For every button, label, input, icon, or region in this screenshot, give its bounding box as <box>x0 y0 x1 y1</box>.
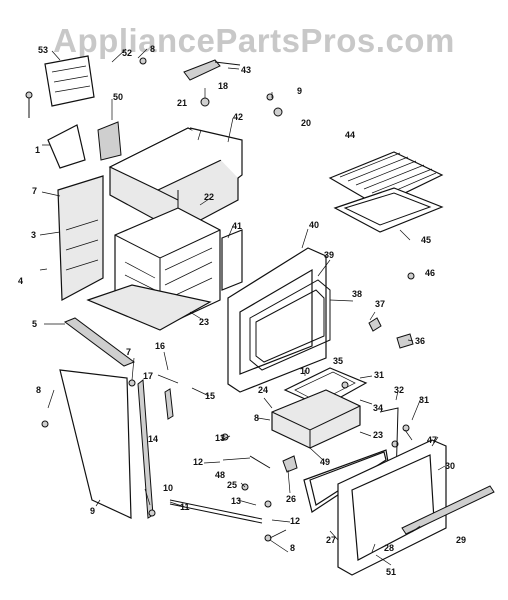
latch-link-part <box>249 455 271 469</box>
callout-4: 4 <box>18 276 24 286</box>
callout-23: 23 <box>199 317 210 327</box>
knob-part <box>368 317 382 332</box>
screw-part <box>128 379 136 387</box>
callout-44: 44 <box>345 130 356 140</box>
door-rod-part <box>169 499 263 524</box>
callout-13b: 13 <box>231 496 242 506</box>
callout-51: 51 <box>386 567 397 577</box>
callout-1: 1 <box>35 145 41 155</box>
callout-41: 41 <box>232 221 243 231</box>
callout-37: 37 <box>375 299 386 309</box>
bottom-trim-part <box>63 317 136 367</box>
callout-8: 8 <box>150 44 156 54</box>
callout-26: 26 <box>286 494 297 504</box>
screw-part <box>200 97 210 107</box>
screw-part <box>139 57 147 65</box>
callout-8d: 8 <box>290 543 296 553</box>
screw-part <box>264 500 272 508</box>
callout-38: 38 <box>352 289 363 299</box>
callout-30: 30 <box>445 461 456 471</box>
igniter-part <box>183 59 241 81</box>
rear-vent-panel-part <box>44 55 95 107</box>
callout-11: 11 <box>180 502 190 512</box>
callout-9b: 9 <box>90 506 96 516</box>
callout-24: 24 <box>258 385 269 395</box>
callout-50: 50 <box>113 92 124 102</box>
screw-part <box>266 93 274 101</box>
screw-part <box>407 272 415 280</box>
callout-42: 42 <box>233 112 244 122</box>
callout-12b: 12 <box>290 516 301 526</box>
oven-rack-part <box>328 151 444 207</box>
callout-39: 39 <box>324 250 335 260</box>
callout-52: 52 <box>122 48 133 58</box>
screw-part <box>25 91 33 99</box>
callout-9: 9 <box>297 86 303 96</box>
broiler-drawer-part <box>271 389 361 449</box>
callout-8c: 8 <box>254 413 260 423</box>
door-handle-part <box>401 485 495 535</box>
callout-25: 25 <box>227 480 238 490</box>
callout-35: 35 <box>333 356 344 366</box>
front-frame-part <box>227 247 327 393</box>
callout-32: 32 <box>394 385 405 395</box>
broiler-pan-part <box>333 187 444 233</box>
callout-10b: 10 <box>163 483 174 493</box>
callout-31: 31 <box>374 370 385 380</box>
callout-46: 46 <box>425 268 436 278</box>
door-glass-frame-part <box>337 439 447 576</box>
oven-bottom-part <box>86 284 212 331</box>
callout-43: 43 <box>241 65 252 75</box>
cabinet-top-part <box>108 127 243 233</box>
callout-5: 5 <box>32 319 38 329</box>
callout-49: 49 <box>320 457 331 467</box>
door-hinge-strip-part <box>137 379 174 519</box>
screw-part <box>41 420 49 428</box>
callout-45: 45 <box>421 235 432 245</box>
callout-14: 14 <box>148 434 159 444</box>
callout-36: 36 <box>415 336 426 346</box>
callout-34: 34 <box>373 403 384 413</box>
left-side-panel-part <box>57 175 104 301</box>
callout-7b: 7 <box>126 347 132 357</box>
callout-29: 29 <box>456 535 467 545</box>
callout-13: 13 <box>215 433 226 443</box>
callout-16: 16 <box>155 341 166 351</box>
callout-20: 20 <box>301 118 312 128</box>
callout-15: 15 <box>205 391 216 401</box>
screw-part <box>273 107 283 117</box>
screw-part <box>148 509 156 517</box>
screw-part <box>341 381 349 389</box>
callout-22: 22 <box>204 192 215 202</box>
callout-40: 40 <box>309 220 320 230</box>
callout-18: 18 <box>218 81 229 91</box>
rear-panel-part <box>221 229 243 291</box>
callout-47: 47 <box>427 435 438 445</box>
leader-lines <box>39 48 446 566</box>
callout-21: 21 <box>177 98 188 108</box>
watermark-text: AppliancePartsPros.com <box>53 22 455 59</box>
callout-3: 3 <box>31 230 37 240</box>
side-panel-door-part <box>59 369 132 519</box>
callout-23b: 23 <box>373 430 384 440</box>
latch-part <box>282 455 298 473</box>
flue-plate-part <box>97 121 122 161</box>
screw-part <box>264 534 272 542</box>
callout-8b: 8 <box>36 385 42 395</box>
side-bracket-part <box>47 124 86 169</box>
callout-31b: 31 <box>419 395 430 405</box>
callout-28: 28 <box>384 543 395 553</box>
callout-17: 17 <box>143 371 154 381</box>
socket-part <box>396 333 414 349</box>
callout-12: 12 <box>193 457 204 467</box>
callout-10: 10 <box>300 366 311 376</box>
callout-48: 48 <box>215 470 226 480</box>
callout-7: 7 <box>32 186 38 196</box>
callout-53: 53 <box>38 45 49 55</box>
door-gasket-part <box>249 279 331 371</box>
callout-27: 27 <box>326 535 337 545</box>
screw-part <box>402 424 410 432</box>
